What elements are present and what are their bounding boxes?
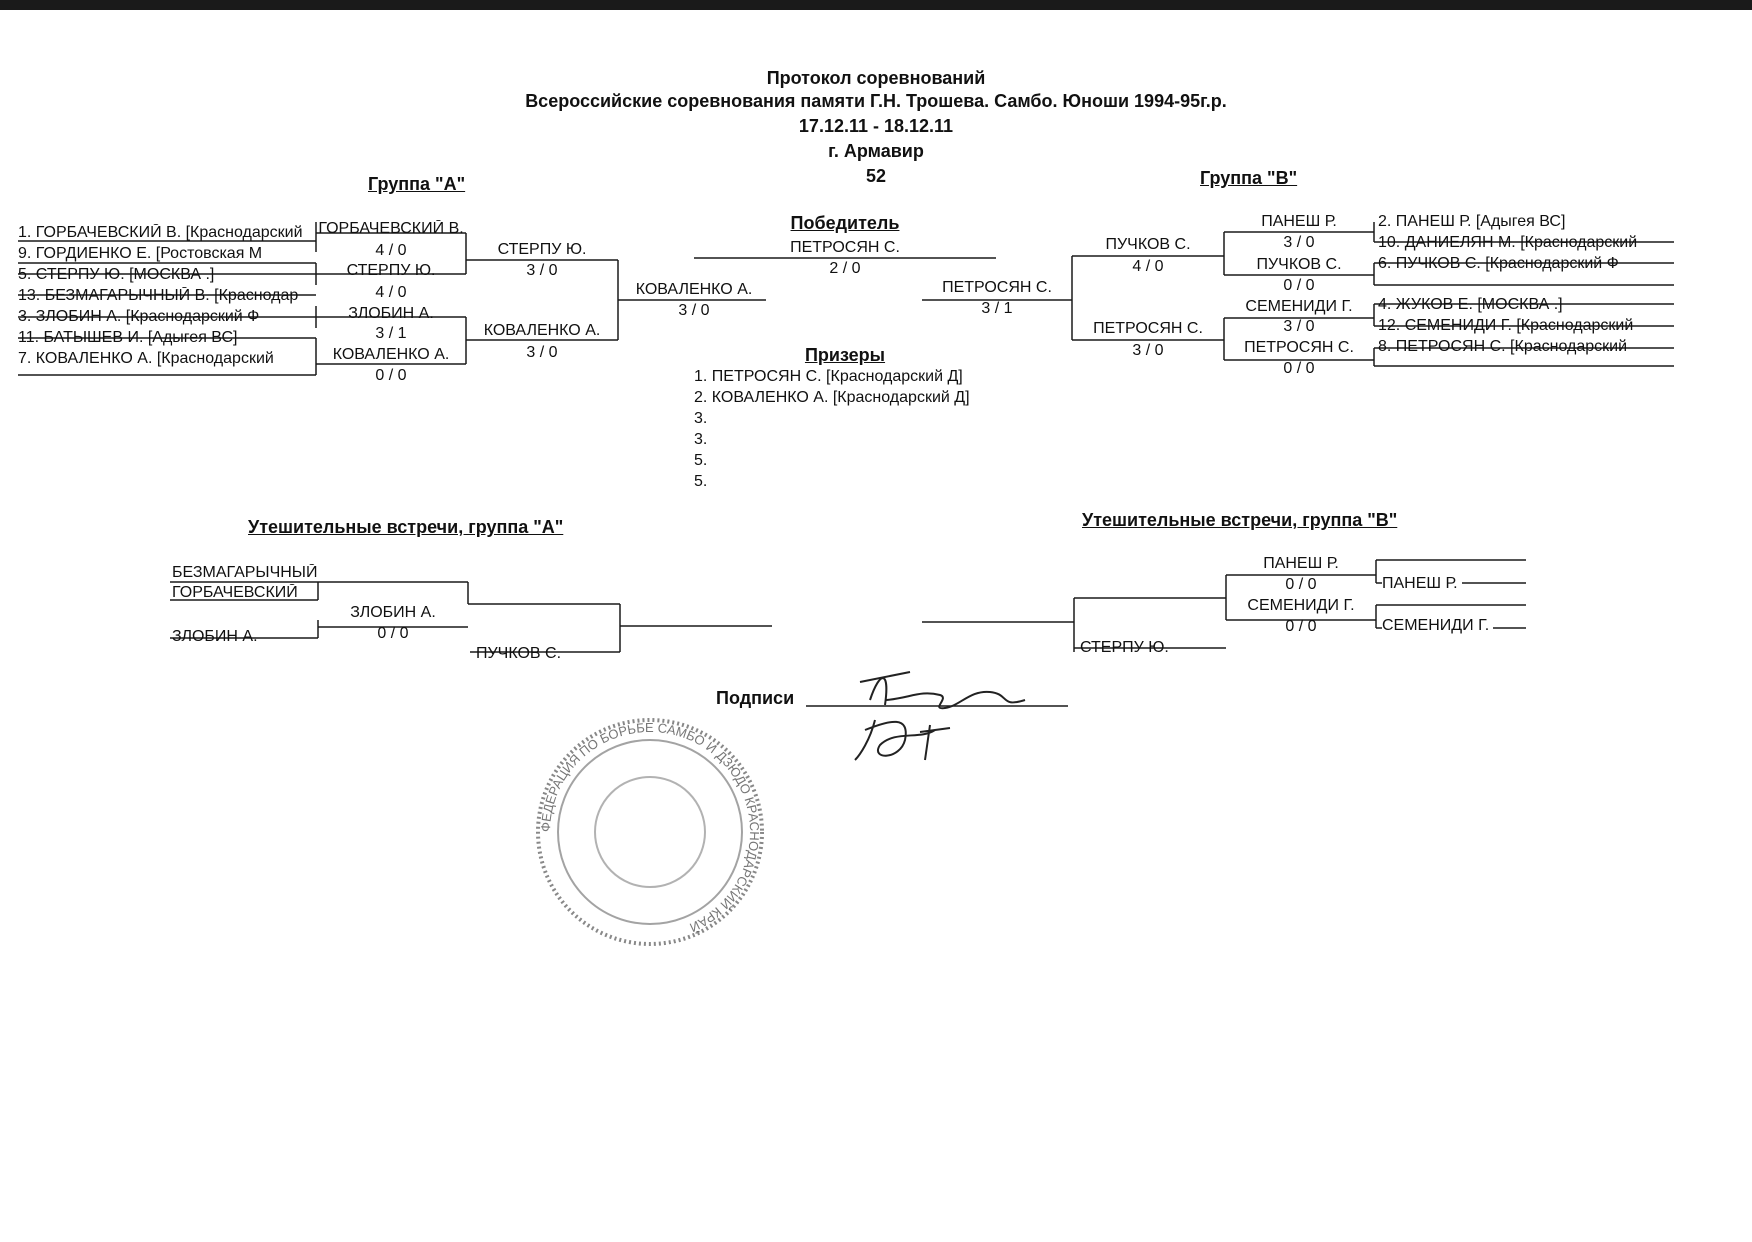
winner-title: Победитель <box>790 213 900 233</box>
group-a-r1-winner: ЗЛОБИН А. <box>348 305 434 322</box>
group-a-r2-winner: КОВАЛЕНКО А. <box>483 322 601 339</box>
prizewinners-title: Призеры <box>804 345 886 365</box>
group-a-r1-score: 4 / 0 <box>375 284 407 301</box>
group-a-r2-score: 3 / 0 <box>526 262 558 279</box>
scan-top-edge <box>0 0 1752 10</box>
consolation-b-r1-score: 0 / 0 <box>1285 618 1317 635</box>
group-a-entrant: 9. ГОРДИЕНКО Е. [Ростовская М <box>18 245 263 262</box>
group-b-r1-winner: ПУЧКОВ С. <box>1256 256 1342 273</box>
group-b-entrant: 4. ЖУКОВ Е. [МОСКВА .] <box>1378 296 1563 313</box>
consolation-a-entrant: БЕЗМАГАРЫЧНЫЙ <box>172 564 318 581</box>
event-dates: 17.12.11 - 18.12.11 <box>798 116 954 136</box>
group-b-final-score: 3 / 1 <box>981 300 1013 317</box>
signatures-label: Подписи <box>716 688 795 708</box>
prizewinner-item: 3. <box>694 410 708 427</box>
group-a-r2-winner: СТЕРПУ Ю. <box>497 241 587 258</box>
group-a-final-winner: КОВАЛЕНКО А. <box>635 281 753 298</box>
group-b-final-winner: ПЕТРОСЯН С. <box>942 279 1052 296</box>
group-a-title: Группа "А" <box>368 174 466 194</box>
group-a-entrant: 3. ЗЛОБИН А. [Краснодарский Ф <box>18 308 260 325</box>
group-a-entrant: 7. КОВАЛЕНКО А. [Краснодарский <box>18 350 274 367</box>
group-b-entrant: 6. ПУЧКОВ С. [Краснодарский Ф <box>1378 255 1619 272</box>
group-a-r1-winner: ГОРБАЧЕВСКИЙ В. <box>318 220 464 237</box>
group-b-title: Группа "В" <box>1200 168 1298 188</box>
group-b-r1-score: 0 / 0 <box>1283 277 1315 294</box>
event-city: г. Армавир <box>828 141 924 161</box>
consolation-b-r1-score: 0 / 0 <box>1285 576 1317 593</box>
group-b-r2-score: 4 / 0 <box>1132 258 1164 275</box>
group-a-final-score: 3 / 0 <box>678 302 710 319</box>
handwritten-signature <box>854 671 1026 761</box>
group-b-r1-winner: ПЕТРОСЯН С. <box>1244 339 1354 356</box>
group-b-r2-winner: ПУЧКОВ С. <box>1105 236 1191 253</box>
official-stamp: ФЕДЕРАЦИЯ ПО БОРЬБЕ САМБО И ДЗЮДО КРАСНО… <box>536 718 764 946</box>
group-b-r1-score: 3 / 0 <box>1283 318 1315 335</box>
group-a-r2-score: 3 / 0 <box>526 344 558 361</box>
consolation-a-entrant: ЗЛОБИН А. <box>172 628 258 645</box>
weight-category: 52 <box>865 166 887 186</box>
prizewinner-item: 2. КОВАЛЕНКО А. [Краснодарский Д] <box>694 389 970 406</box>
prizewinner-item: 5. <box>694 452 708 469</box>
consolation-a-r1-winner: ЗЛОБИН А. <box>350 604 436 621</box>
prizewinner-item: 1. ПЕТРОСЯН С. [Краснодарский Д] <box>694 368 963 385</box>
consolation-a-entrant: ГОРБАЧЕВСКИЙ <box>172 584 298 601</box>
group-a-r1-winner: КОВАЛЕНКО А. <box>332 346 450 363</box>
consolation-a-title: Утешительные встречи, группа "А" <box>248 517 564 537</box>
consolation-b-title: Утешительные встречи, группа "В" <box>1082 510 1398 530</box>
group-b-r1-score: 0 / 0 <box>1283 360 1315 377</box>
consolation-b-entrant: ПАНЕШ Р. <box>1382 575 1462 593</box>
stamp-text: ФЕДЕРАЦИЯ ПО БОРЬБЕ САМБО И ДЗЮДО КРАСНО… <box>538 720 762 935</box>
group-b-r1-winner: СЕМЕНИДИ Г. <box>1245 298 1353 315</box>
consolation-a-r1-score: 0 / 0 <box>377 625 409 642</box>
group-b-r1-score: 3 / 0 <box>1283 234 1315 251</box>
group-b-r2-score: 3 / 0 <box>1132 342 1164 359</box>
winner-name: ПЕТРОСЯН С. <box>790 239 900 256</box>
doc-title: Протокол соревнований <box>766 68 986 88</box>
group-b-entrant: 8. ПЕТРОСЯН С. [Краснодарский <box>1378 338 1628 355</box>
consolation-b-entrant: СТЕРПУ Ю. <box>1080 639 1169 656</box>
consolation-b-entrant: СЕМЕНИДИ Г. <box>1382 617 1494 635</box>
group-b-entrant: 12. СЕМЕНИДИ Г. [Краснодарский <box>1378 317 1634 334</box>
prizewinner-item: 3. <box>694 431 708 448</box>
group-a-r1-score: 0 / 0 <box>375 367 407 384</box>
group-a-entrant: 5. СТЕРПУ Ю. [МОСКВА .] <box>18 266 215 283</box>
event-title: Всероссийские соревнования памяти Г.Н. Т… <box>525 91 1227 111</box>
group-a-r1-score: 4 / 0 <box>375 242 407 259</box>
group-b-r1-winner: ПАНЕШ Р. <box>1261 213 1337 230</box>
group-a-r1-score: 3 / 1 <box>375 325 407 342</box>
group-a-entrant: 11. БАТЫШЕВ И. [Адыгея ВС] <box>18 329 238 346</box>
consolation-a-entrant: ПУЧКОВ С. <box>476 645 562 662</box>
group-a-r1-winner: СТЕРПУ Ю. <box>346 262 436 279</box>
group-b-entrant: 2. ПАНЕШ Р. [Адыгея ВС] <box>1378 213 1566 230</box>
prizewinner-item: 5. <box>694 473 708 490</box>
group-b-r2-winner: ПЕТРОСЯН С. <box>1093 320 1203 337</box>
group-a-entrant: 1. ГОРБАЧЕВСКИЙ В. [Краснодарский <box>18 224 303 241</box>
svg-text:ФЕДЕРАЦИЯ ПО БОРЬБЕ САМБО И ДЗ: ФЕДЕРАЦИЯ ПО БОРЬБЕ САМБО И ДЗЮДО КРАСНО… <box>538 720 762 935</box>
group-a-entrant: 13. БЕЗМАГАРЫЧНЫЙ В. [Краснодар <box>18 287 299 304</box>
group-b-entrant: 10. ДАНИЕЛЯН М. [Краснодарский <box>1378 234 1638 251</box>
consolation-b-r1-winner: ПАНЕШ Р. <box>1263 555 1339 572</box>
winner-score: 2 / 0 <box>829 260 861 277</box>
consolation-b-r1-winner: СЕМЕНИДИ Г. <box>1247 597 1355 614</box>
